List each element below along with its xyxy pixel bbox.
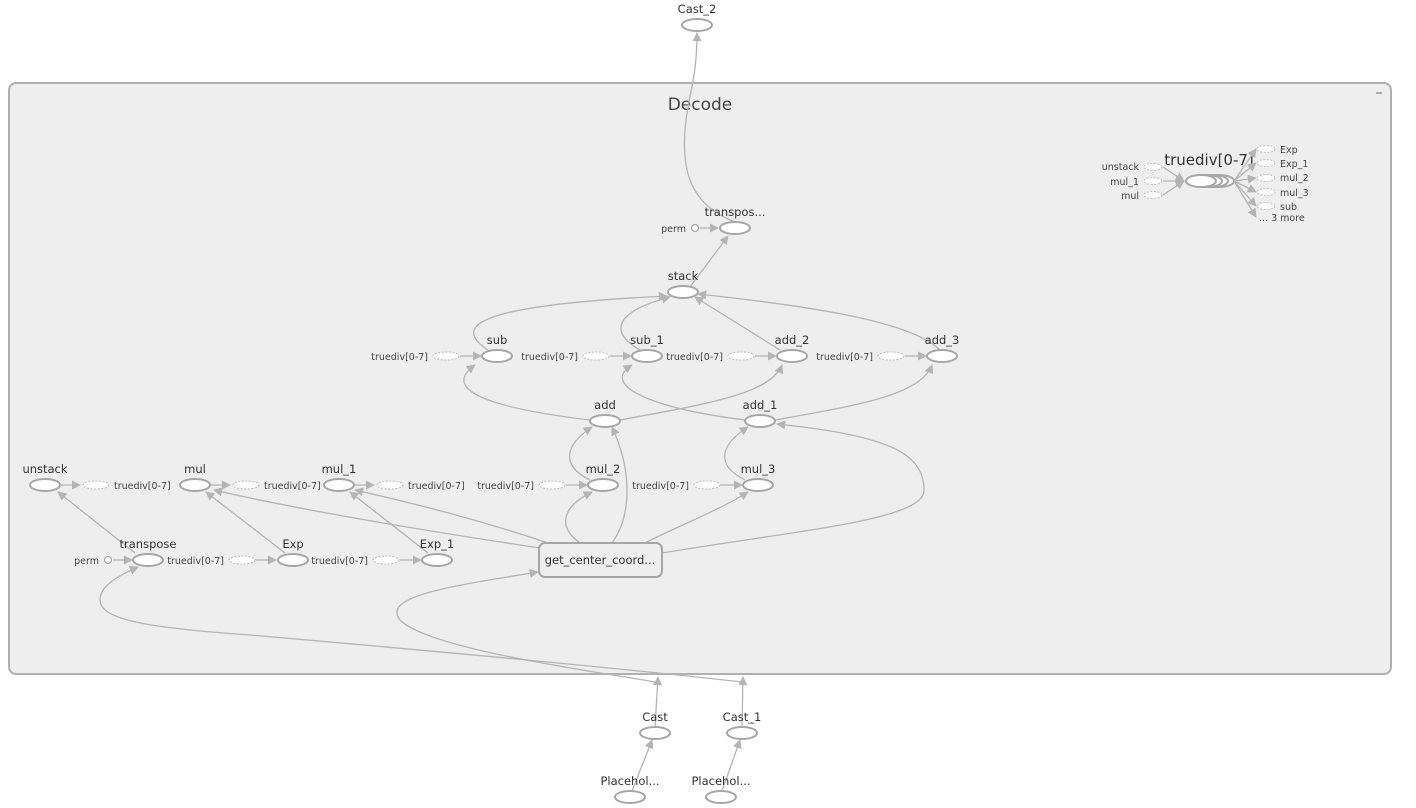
- node-sub-1[interactable]: sub_1: [630, 333, 664, 363]
- node-cast-2[interactable]: Cast_2: [678, 2, 717, 32]
- ref-label: truediv[0-7]: [666, 352, 723, 363]
- node-transpose-top[interactable]: transpos...: [705, 205, 766, 235]
- group-title: Decode: [668, 95, 733, 115]
- node-add-2[interactable]: add_2: [775, 333, 810, 363]
- ref-truediv-exp-1[interactable]: truediv[0-7]: [311, 555, 400, 567]
- node-mul-2[interactable]: mul_2: [586, 462, 621, 492]
- node-label: Placehol...: [600, 774, 659, 788]
- ref-truediv-add-3[interactable]: truediv[0-7]: [816, 351, 905, 363]
- node-mul-1[interactable]: mul_1: [322, 462, 357, 492]
- node-label: Cast_2: [678, 2, 717, 16]
- ref-truediv-add-2[interactable]: truediv[0-7]: [666, 351, 755, 363]
- node-label: mul_1: [322, 462, 357, 476]
- series-title: truediv[0-7]: [1164, 151, 1254, 169]
- node-label: mul_3: [741, 462, 776, 476]
- node-label: add_1: [743, 398, 778, 412]
- node-placeholder[interactable]: Placehol...: [600, 774, 660, 804]
- ref-truediv-mul-1[interactable]: truediv[0-7]: [376, 480, 465, 492]
- node-get-center-coord[interactable]: get_center_coord...: [538, 542, 663, 578]
- node-label: perm: [661, 224, 686, 235]
- node-add-3[interactable]: add_3: [925, 333, 960, 363]
- ref-label: truediv[0-7]: [408, 481, 465, 492]
- node-label: sub: [487, 333, 508, 347]
- ref-label: truediv[0-7]: [311, 556, 368, 567]
- ref-label: truediv[0-7]: [632, 481, 689, 492]
- node-label: unstack: [22, 462, 67, 476]
- node-label: Cast: [642, 710, 668, 724]
- node-sub[interactable]: sub: [481, 333, 513, 363]
- collapse-icon[interactable]: –: [1376, 85, 1383, 101]
- node-label: mul_2: [586, 462, 621, 476]
- ref-truediv-mul[interactable]: truediv[0-7]: [232, 480, 321, 492]
- series-output-label: mul_3: [1280, 188, 1309, 199]
- node-label: Exp_1: [420, 537, 454, 551]
- node-label: transpos...: [705, 205, 766, 219]
- ref-label: truediv[0-7]: [477, 481, 534, 492]
- node-cast[interactable]: Cast: [639, 710, 671, 740]
- ref-label: truediv[0-7]: [264, 481, 321, 492]
- ref-truediv-sub[interactable]: truediv[0-7]: [371, 351, 460, 363]
- node-exp-1[interactable]: Exp_1: [420, 537, 454, 567]
- node-cast-1[interactable]: Cast_1: [723, 710, 762, 740]
- ref-truediv-exp[interactable]: truediv[0-7]: [167, 555, 256, 567]
- node-label: stack: [668, 269, 699, 283]
- node-mul-3[interactable]: mul_3: [741, 462, 776, 492]
- series-more-label[interactable]: ... 3 more: [1259, 213, 1305, 224]
- node-label: add_2: [775, 333, 810, 347]
- node-label: Placehol...: [691, 774, 750, 788]
- node-stack[interactable]: stack: [667, 269, 699, 299]
- decode-group[interactable]: [8, 82, 1392, 675]
- ref-label: truediv[0-7]: [114, 481, 171, 492]
- node-label: mul: [184, 462, 206, 476]
- node-label: Cast_1: [723, 710, 762, 724]
- node-label: transpose: [120, 537, 177, 551]
- series-output-label: Exp: [1280, 145, 1298, 156]
- series-output-label: Exp_1: [1280, 159, 1308, 170]
- series-output-label: mul_2: [1280, 173, 1309, 184]
- ref-label: truediv[0-7]: [816, 352, 873, 363]
- node-label: sub_1: [630, 333, 664, 347]
- const-perm-top[interactable]: perm: [661, 223, 700, 235]
- ref-truediv-mul-2[interactable]: truediv[0-7]: [477, 480, 566, 492]
- node-label: Exp: [282, 537, 303, 551]
- ref-label: truediv[0-7]: [167, 556, 224, 567]
- series-input-label: mul: [1121, 191, 1139, 202]
- const-perm[interactable]: perm: [74, 555, 113, 567]
- node-unstack[interactable]: unstack: [22, 462, 68, 492]
- series-output-label: sub: [1280, 202, 1297, 213]
- node-label: add_3: [925, 333, 960, 347]
- series-input-label: mul_1: [1110, 177, 1139, 188]
- series-node-truediv[interactable]: truediv[0-7] unstack mul_1 mul Exp Exp_1…: [1102, 144, 1309, 224]
- ref-label: truediv[0-7]: [521, 352, 578, 363]
- node-label: perm: [74, 556, 99, 567]
- ref-truediv-unstack[interactable]: truediv[0-7]: [82, 480, 171, 492]
- node-exp[interactable]: Exp: [277, 537, 309, 567]
- ref-truediv-mul-3[interactable]: truediv[0-7]: [632, 480, 721, 492]
- node-transpose[interactable]: transpose: [120, 537, 177, 567]
- node-add[interactable]: add: [589, 398, 621, 428]
- node-add-1[interactable]: add_1: [743, 398, 778, 428]
- node-label: get_center_coord...: [545, 553, 656, 567]
- node-mul[interactable]: mul: [179, 462, 211, 492]
- node-placeholder-1[interactable]: Placehol...: [691, 774, 751, 804]
- node-label: add: [594, 398, 616, 412]
- ref-label: truediv[0-7]: [371, 352, 428, 363]
- ref-truediv-sub-1[interactable]: truediv[0-7]: [521, 351, 610, 363]
- series-input-label: unstack: [1102, 162, 1140, 173]
